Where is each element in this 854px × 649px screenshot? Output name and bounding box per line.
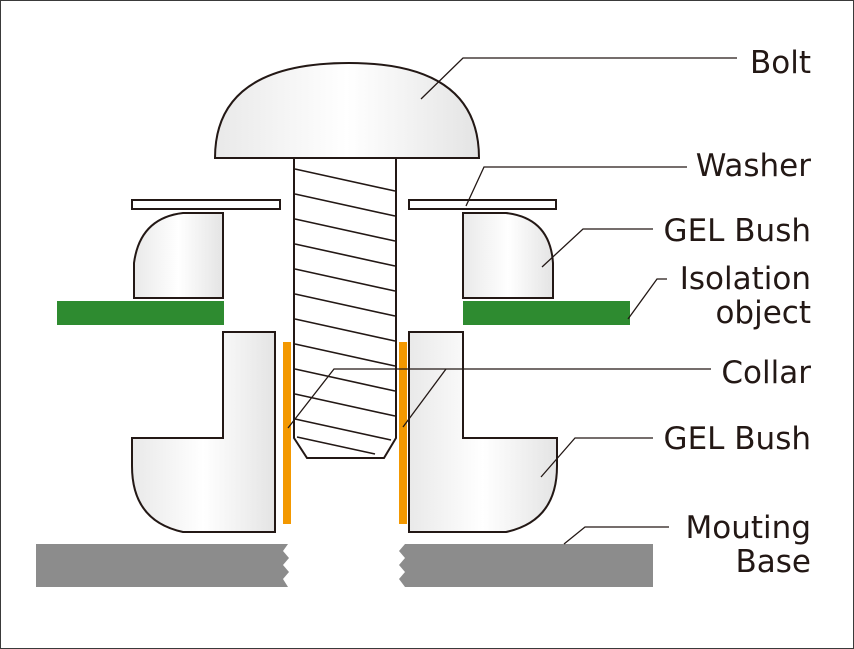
- washer-right: [408, 199, 557, 210]
- label-gel-bush-bottom: GEL Bush: [664, 421, 811, 457]
- gel-bush-lower-left: [131, 331, 276, 533]
- collar-right: [399, 342, 407, 524]
- leader-isolation: [627, 278, 667, 320]
- leader-mounting-base: [563, 526, 669, 545]
- gel-bush-upper-right: [462, 212, 554, 299]
- label-collar: Collar: [721, 355, 811, 391]
- mounting-base-right: [399, 544, 653, 587]
- mounting-base-left: [36, 544, 289, 587]
- label-mounting-line2: Base: [736, 544, 812, 580]
- isolation-object-left: [57, 301, 224, 325]
- label-gel-bush-top: GEL Bush: [664, 213, 811, 249]
- isolation-object-right: [463, 301, 630, 325]
- gel-bush-upper-left: [133, 212, 224, 299]
- leader-lines: [287, 57, 737, 545]
- leader-collar-left: [287, 368, 711, 429]
- label-mounting-line1: Mouting: [686, 510, 811, 546]
- label-isolation-line1: Isolation: [680, 261, 811, 297]
- leader-gel-bush-top: [541, 228, 653, 268]
- leader-washer: [465, 166, 687, 207]
- label-bolt: Bolt: [750, 45, 811, 81]
- label-isolation-line2: object: [715, 295, 811, 331]
- collar-left: [283, 342, 291, 524]
- bolt-head: [213, 61, 481, 159]
- leader-bolt: [420, 57, 737, 100]
- gel-bush-lower-right: [408, 331, 558, 533]
- bolt-thread: [294, 168, 396, 455]
- label-washer: Washer: [696, 148, 812, 184]
- leader-gel-bush-bottom: [540, 437, 653, 478]
- washer-left: [131, 199, 281, 210]
- leader-collar-right: [402, 368, 447, 428]
